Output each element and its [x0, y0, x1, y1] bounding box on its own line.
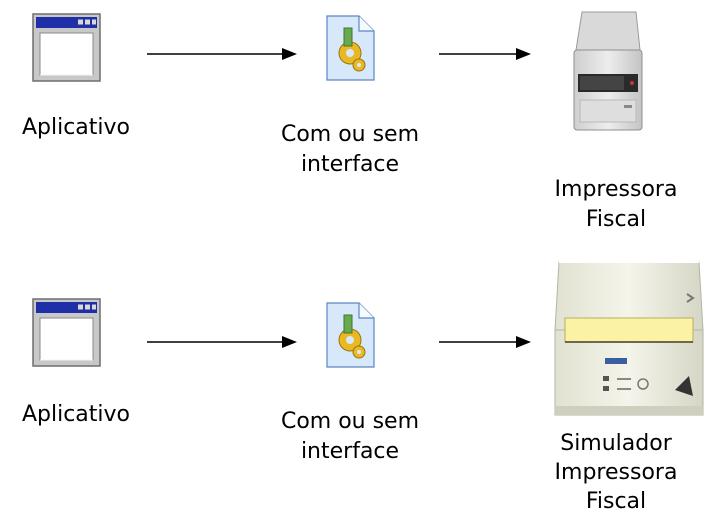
interface-label-line2: interface [300, 439, 400, 464]
flow-arrow [439, 336, 531, 348]
interface-label-line1: Com ou sem [280, 122, 420, 147]
flow-arrow [439, 48, 531, 60]
source-label: Aplicativo [21, 402, 131, 427]
fiscal-printer-icon [573, 11, 643, 131]
flow-arrow [147, 48, 297, 60]
interface-label-line2: interface [300, 152, 400, 177]
flow-arrow [147, 336, 297, 348]
flow-row-2: Aplicativo Com ou sem interface [0, 258, 707, 514]
target-label-line2: Impressora [554, 460, 678, 485]
flow-row-1: Aplicativo Com ou sem interface [0, 0, 707, 250]
application-window-icon [32, 298, 101, 367]
target-label-line1: Impressora [554, 177, 678, 202]
printer-simulator-icon [554, 261, 704, 416]
interface-document-icon [326, 302, 375, 368]
interface-document-icon [326, 15, 375, 81]
target-label-line2: Fiscal [585, 207, 647, 232]
application-window-icon [32, 13, 101, 82]
source-label: Aplicativo [21, 115, 131, 140]
target-label-line3: Fiscal [585, 489, 647, 514]
target-label-line1: Simulador [560, 431, 672, 456]
interface-label-line1: Com ou sem [280, 409, 420, 434]
